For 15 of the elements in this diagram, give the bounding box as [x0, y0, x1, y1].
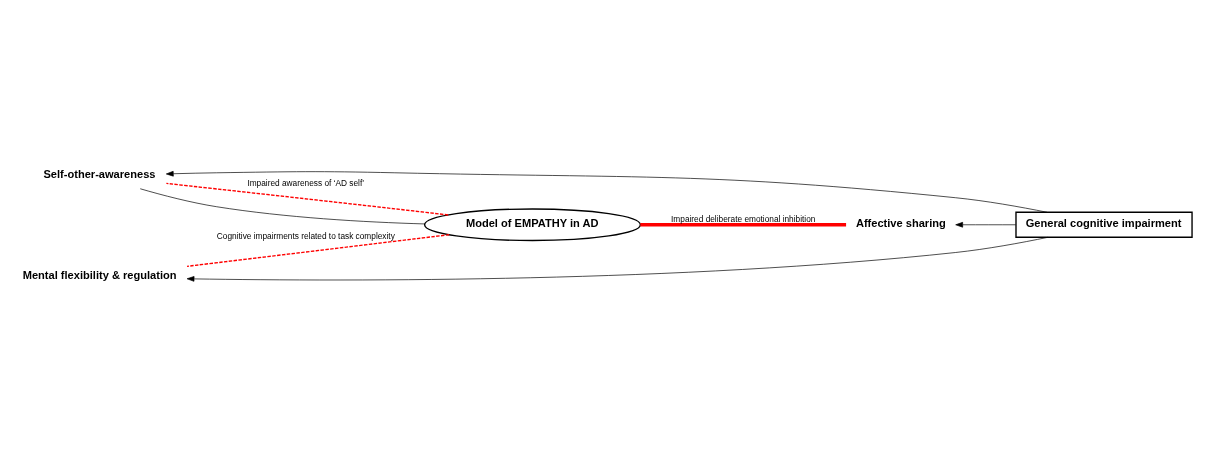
node-ellipse: Model of EMPATHY in AD: [423, 207, 642, 241]
connector: [186, 233, 450, 267]
edge-label: Cognitive impairments related to task complexity: [216, 230, 395, 241]
node-text: Affective sharing: [855, 216, 946, 229]
node-box: General cognitive impairment: [1015, 211, 1193, 238]
edge-label: Impaired awareness of ‘AD self’: [247, 177, 365, 188]
connector: [139, 187, 426, 224]
node-text: Self-other-awareness: [43, 167, 156, 180]
edge-label: Impaired deliberate emotional inhibition: [671, 213, 816, 224]
node-text: Mental flexibility & regulation: [22, 268, 177, 281]
arrow: [186, 236, 1049, 282]
arrow: [955, 221, 1017, 228]
connector: [640, 222, 847, 226]
connector: [165, 182, 449, 216]
arrow: [165, 170, 1048, 213]
